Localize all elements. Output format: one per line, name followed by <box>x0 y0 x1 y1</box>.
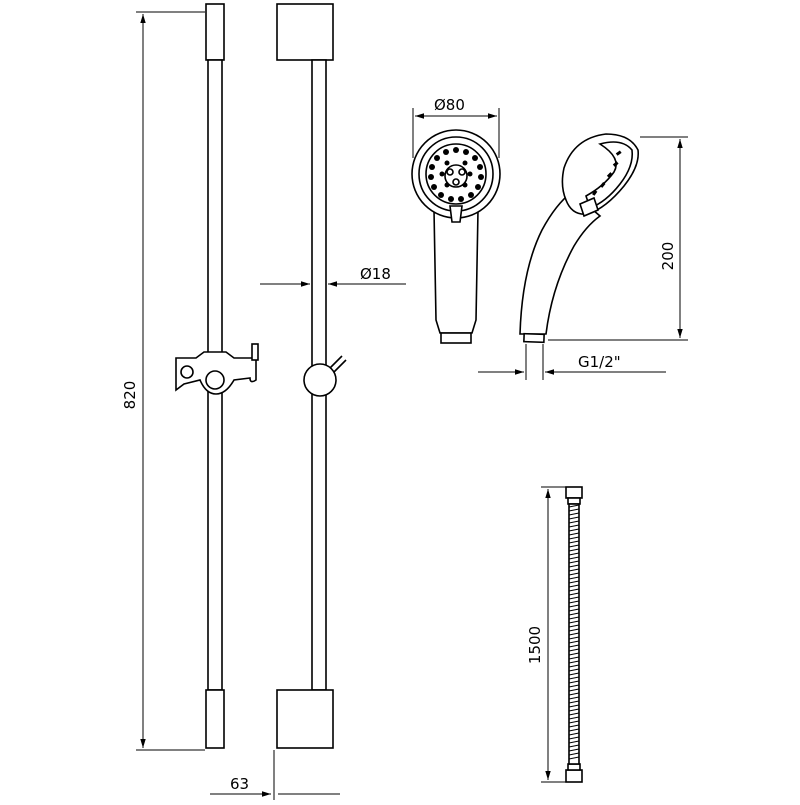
side-nozzles <box>592 150 622 196</box>
rail-diameter-label: Ø18 <box>360 265 391 283</box>
rail-diameter-dimension: Ø18 <box>260 265 406 287</box>
height-dimension-label: 820 <box>121 381 139 410</box>
slider-holder-front <box>303 355 347 397</box>
shower-hose: 1500 <box>526 486 583 783</box>
hose-length-label: 1500 <box>526 626 544 664</box>
hand-shower-front: Ø80 <box>411 96 501 344</box>
hand-shower-side: 200 G1/2" <box>478 133 688 380</box>
projection-label: 63 <box>230 775 249 793</box>
head-diameter-label: Ø80 <box>434 96 465 114</box>
rail-front-view <box>276 3 347 749</box>
spray-nozzles <box>428 147 484 202</box>
height-dimension: 820 <box>121 11 205 751</box>
slider-holder-side <box>175 343 259 395</box>
thread-label: G1/2" <box>578 353 621 371</box>
projection-dimension: 63 <box>210 750 340 800</box>
rail-side-view <box>175 3 259 749</box>
handset-length-label: 200 <box>659 242 677 271</box>
